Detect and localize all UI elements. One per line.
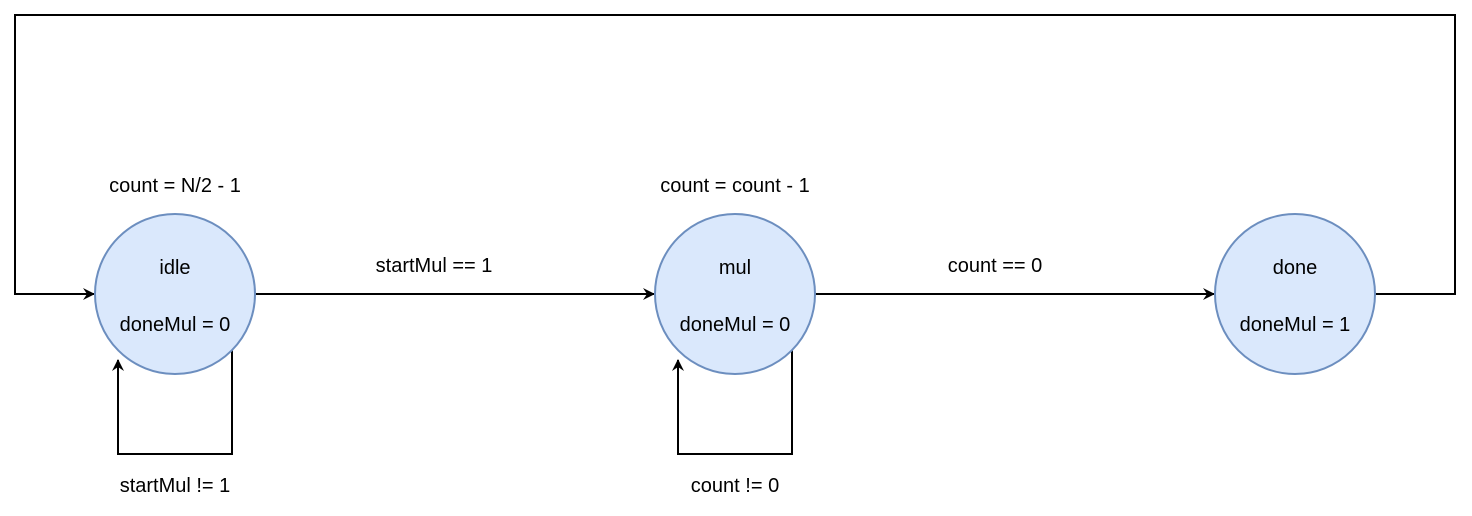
state-idle-output: doneMul = 0: [120, 314, 231, 336]
state-mul-action: count = count - 1: [660, 175, 810, 197]
state-idle-name: idle: [159, 257, 190, 279]
transition-idle-to-mul-label: startMul == 1: [376, 255, 493, 277]
state-idle-circle: [94, 213, 256, 375]
state-done-circle: [1214, 213, 1376, 375]
state-idle: idle doneMul = 0: [94, 213, 256, 375]
transition-mul-self-label: count != 0: [691, 475, 779, 497]
state-done-output: doneMul = 1: [1240, 314, 1351, 336]
edge-done-to-idle: [14, 14, 1456, 300]
edge-mul-self-loop: [672, 350, 793, 455]
state-mul-name: mul: [719, 257, 751, 279]
state-idle-action: count = N/2 - 1: [109, 175, 241, 197]
state-done: done doneMul = 1: [1214, 213, 1376, 375]
state-mul-output: doneMul = 0: [680, 314, 791, 336]
state-mul-circle: [654, 213, 816, 375]
state-done-name: done: [1273, 257, 1318, 279]
edge-idle-self-loop: [112, 350, 233, 455]
transition-idle-self-label: startMul != 1: [120, 475, 231, 497]
state-mul: mul doneMul = 0: [654, 213, 816, 375]
transition-mul-to-done-label: count == 0: [948, 255, 1043, 277]
